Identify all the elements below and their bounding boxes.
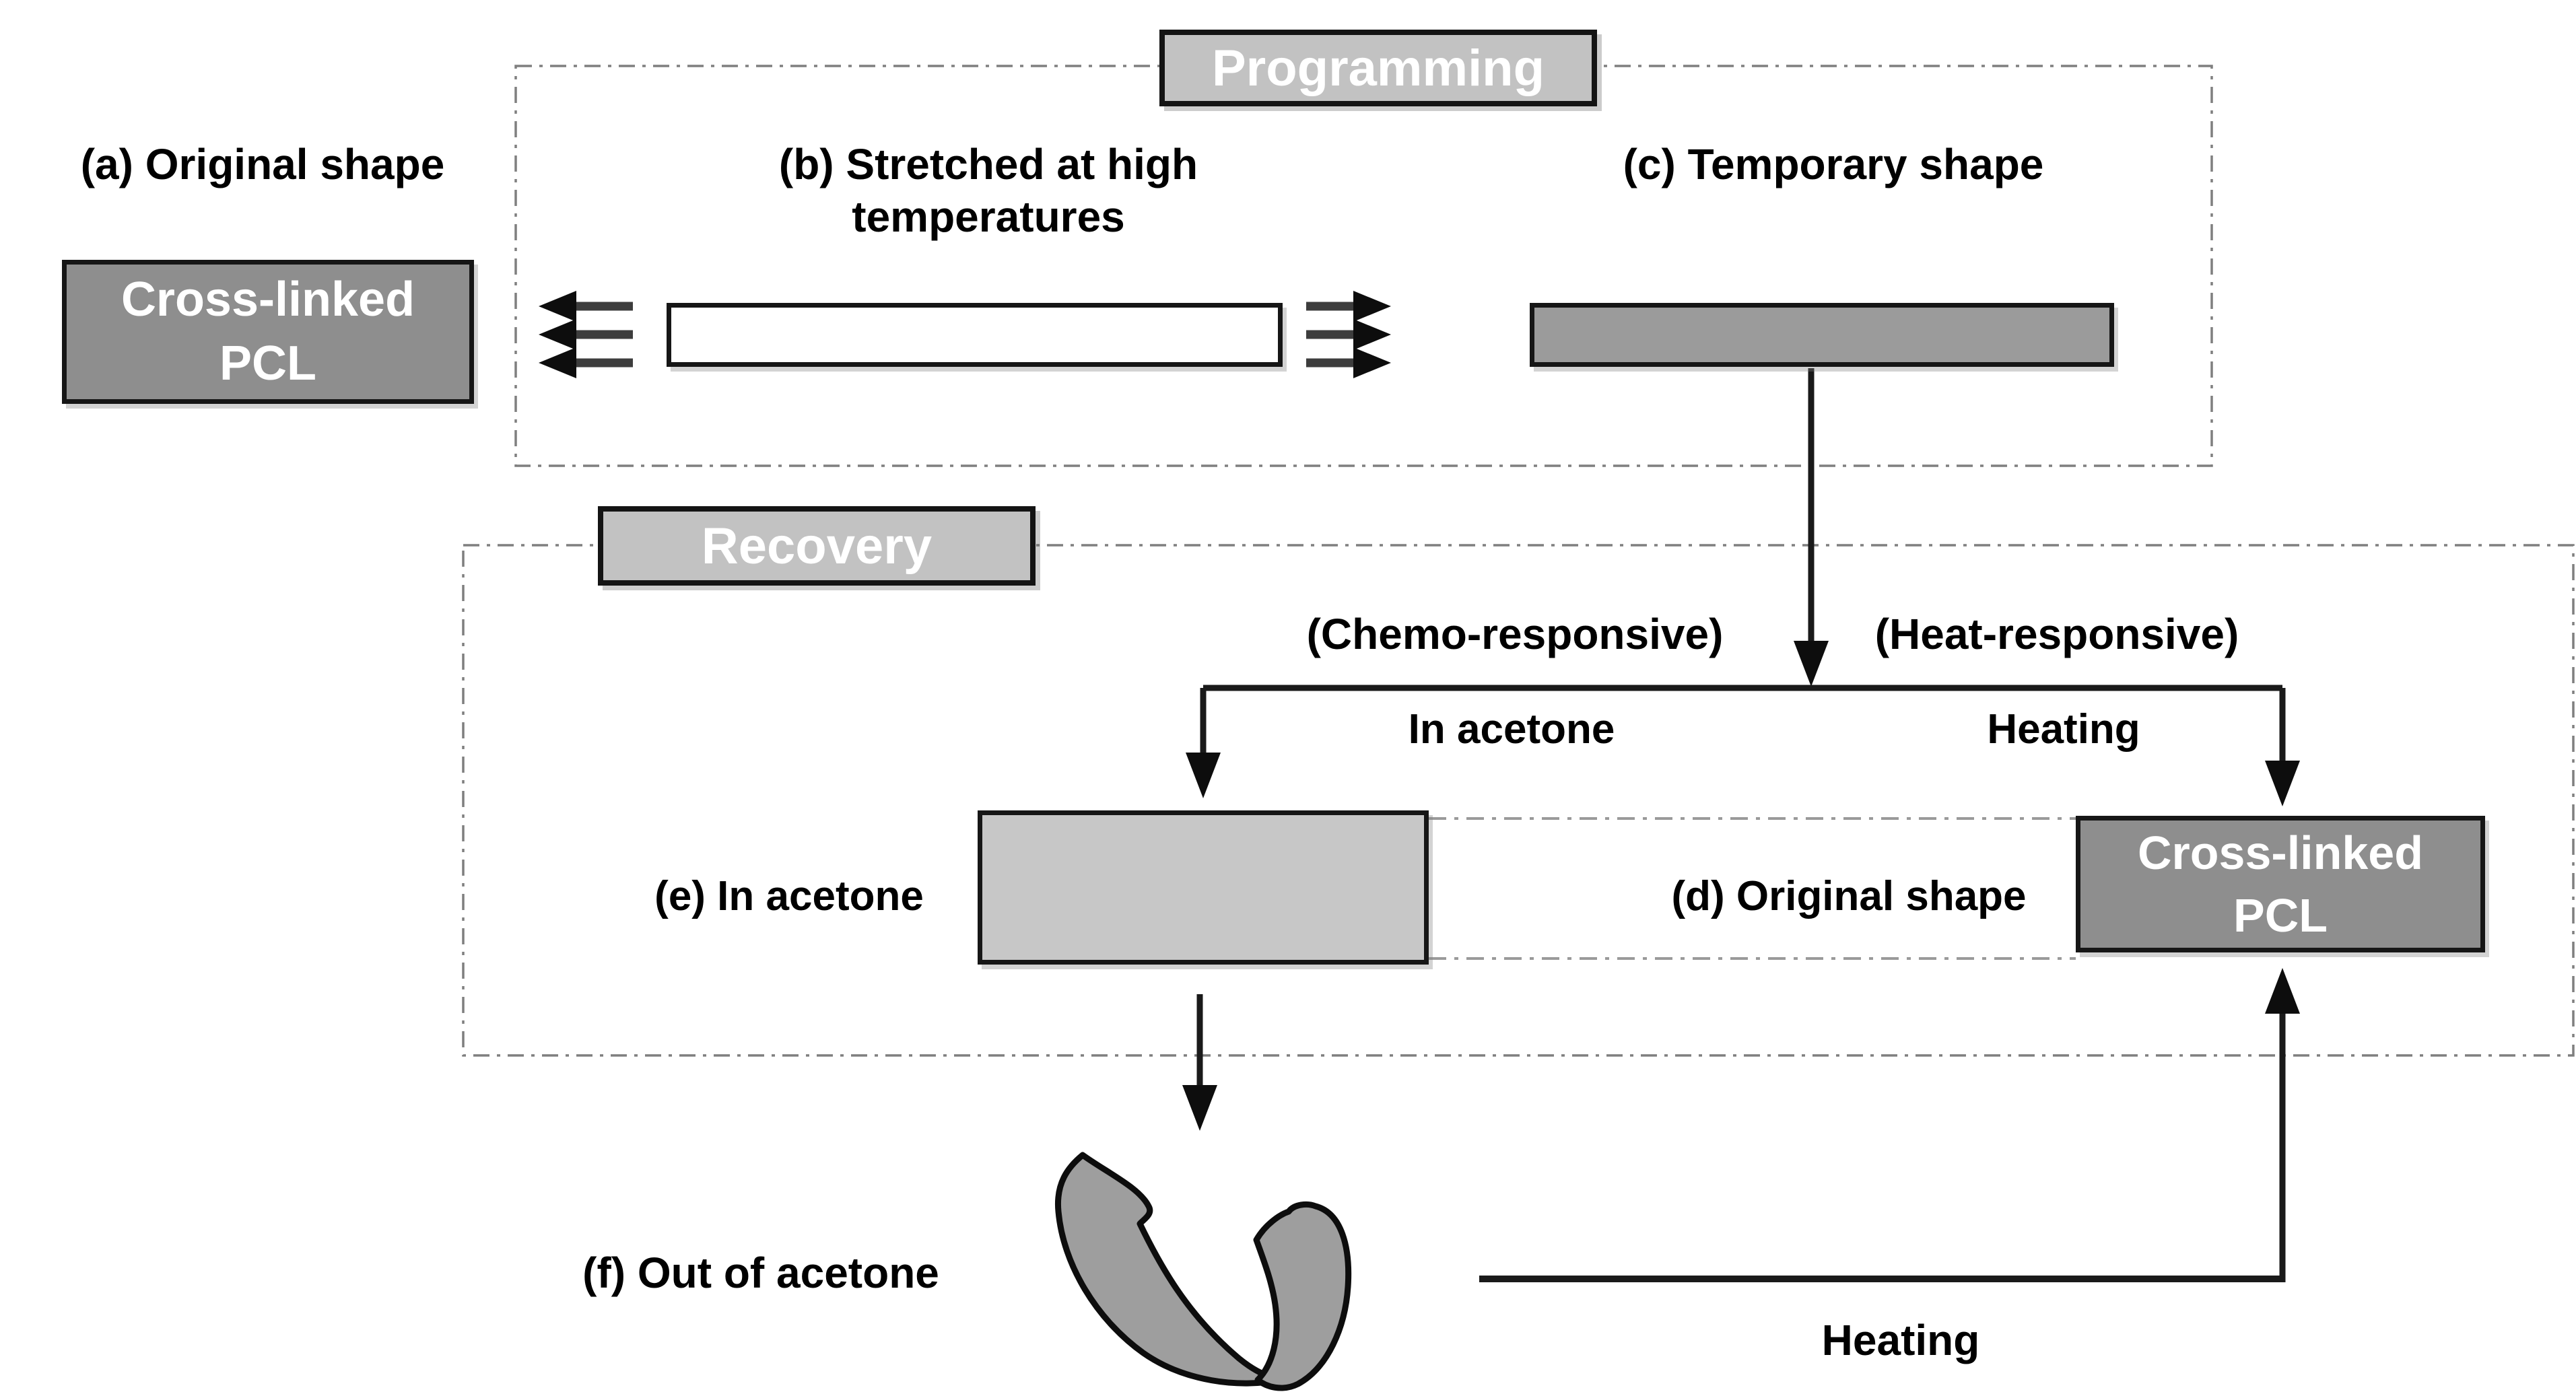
step-d-crosslinked-pcl-box: Cross-linked PCL <box>2076 816 2485 952</box>
step-b-label: (b) Stretched at high temperatures <box>685 138 1291 243</box>
step-d-label: (d) Original shape <box>1671 873 2027 919</box>
acetone-down-arrow-icon <box>1182 994 1217 1131</box>
heat-branch-arrowhead-icon <box>2265 761 2300 806</box>
step-d-box-line1: Cross-linked <box>2138 827 2423 880</box>
step-b-label-line2: temperatures <box>852 193 1125 242</box>
recovery-region-label: Recovery <box>598 506 1036 586</box>
bottom-heating-arrow <box>1479 968 2300 1282</box>
recovery-region-label-text: Recovery <box>701 517 933 575</box>
step-a-label: (a) Original shape <box>80 140 445 188</box>
branch-connector <box>1186 685 2300 806</box>
step-c-temporary-shape-box <box>1530 303 2114 367</box>
programming-region-label: Programming <box>1159 30 1597 106</box>
in-acetone-action-label: In acetone <box>1408 706 1615 753</box>
heating-up-arrowhead-icon <box>2265 968 2300 1014</box>
temporary-shape-down-arrow-icon <box>1794 368 1829 687</box>
step-b-stretched-box <box>667 303 1283 367</box>
programming-region-border <box>514 65 2213 467</box>
chemo-branch-arrowhead-icon <box>1186 753 1221 798</box>
step-e-in-acetone-box <box>978 810 1429 965</box>
step-f-label: (f) Out of acetone <box>582 1249 939 1297</box>
chemo-responsive-label: (Chemo-responsive) <box>1306 610 1724 658</box>
step-b-label-line1: (b) Stretched at high <box>778 140 1198 188</box>
step-d-box-line2: PCL <box>2233 888 2328 942</box>
step-e-label: (e) In acetone <box>654 873 924 919</box>
stretch-arrows-left-icon <box>539 291 633 378</box>
step-a-box-line1: Cross-linked <box>121 272 415 326</box>
stretch-arrows-right-icon <box>1306 291 1391 378</box>
heating-action-label: Heating <box>1987 706 2140 753</box>
step-a-crosslinked-pcl-box: Cross-linked PCL <box>62 260 474 404</box>
step-a-box-line2: PCL <box>219 337 316 390</box>
step-c-label: (c) Temporary shape <box>1623 140 2044 188</box>
recovery-region-border <box>462 544 2575 1057</box>
curled-strip-shape <box>1054 1152 1352 1391</box>
programming-region-label-text: Programming <box>1211 39 1545 97</box>
heat-responsive-label: (Heat-responsive) <box>1874 610 2239 658</box>
bottom-heating-label: Heating <box>1821 1316 1980 1364</box>
